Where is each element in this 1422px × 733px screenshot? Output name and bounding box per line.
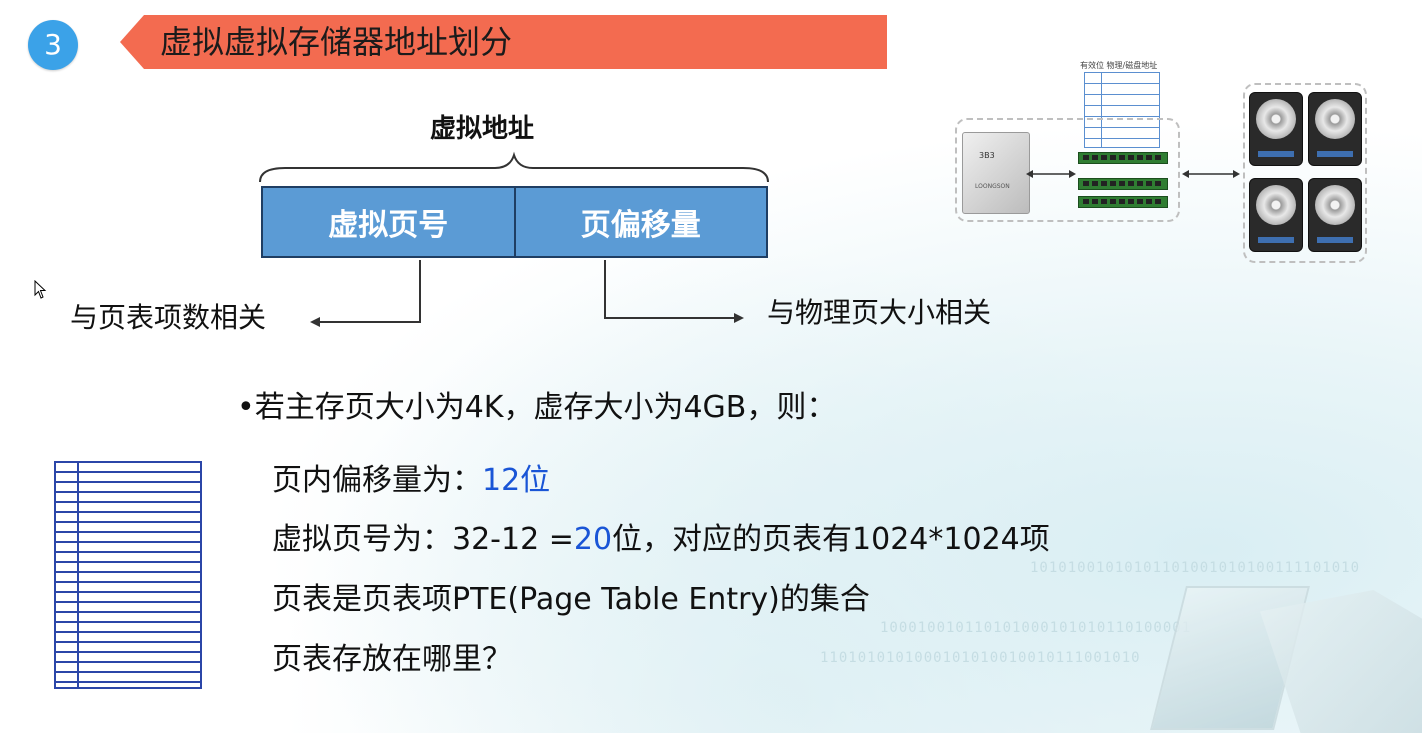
page-number-label: 虚拟页号为：32-12 = (272, 522, 574, 557)
virtual-address-label: 虚拟地址 (430, 114, 535, 144)
memory-disk-arrow (1182, 170, 1240, 178)
binary-pattern: 10101001010101101001010100111101010 (1030, 560, 1361, 576)
binary-pattern: 1101010101000101010010010111001010 (820, 650, 1141, 666)
physical-page-size-label: 与物理页大小相关 (767, 296, 992, 329)
hard-disk-icon (1308, 92, 1362, 166)
offset-value: 12位 (482, 463, 551, 498)
ram-module-icon (1078, 152, 1168, 164)
slide-title: 虚拟虚拟存储器地址划分 (160, 23, 513, 61)
page-table-definition: 页表是页表项PTE(Page Table Entry)的集合 (272, 582, 870, 617)
binary-pattern: 100010010110101000101010110100001 (880, 620, 1192, 636)
bullet-text: 若主存页大小为4K，虚存大小为4GB，则： (254, 390, 837, 425)
hard-disk-icon (1249, 92, 1303, 166)
page-offset-cell: 页偏移量 (513, 188, 767, 256)
virtual-page-number-cell: 虚拟页号 (328, 208, 449, 243)
virtual-address-box: 虚拟页号 页偏移量 (261, 186, 768, 258)
step-number-badge: 3 (28, 20, 78, 70)
cpu-label: 3B3 (979, 151, 995, 160)
cpu-brand: LOONGSON (975, 183, 1010, 190)
brace (259, 151, 769, 183)
hard-disk-icon (1249, 178, 1303, 252)
offset-label: 页内偏移量为： (272, 463, 482, 498)
mouse-pointer-icon (34, 280, 47, 299)
hard-disk-icon (1308, 178, 1362, 252)
page-table-icon (54, 461, 202, 689)
offset-line: 页内偏移量为：12位 (272, 455, 550, 499)
disk-group (1243, 83, 1367, 263)
page-table-question: 页表存放在哪里？ (272, 642, 512, 677)
page-number-suffix: 位，对应的页表有1024*1024项 (612, 522, 1050, 557)
title-banner (120, 15, 887, 69)
cpu-memory-arrow (1026, 170, 1076, 178)
page-number-value: 20 (573, 522, 613, 557)
bullet-statement: •若主存页大小为4K，虚存大小为4GB，则： (237, 390, 837, 425)
memory-group (955, 118, 1180, 222)
connector-arrows (310, 260, 744, 327)
table-caption: 有效位 物理/磁盘地址 (1080, 61, 1158, 70)
ram-module-icon (1078, 196, 1168, 208)
page-table-entry-count-label: 与页表项数相关 (70, 301, 267, 334)
mini-page-table-icon (1084, 72, 1160, 148)
ram-module-icon (1078, 178, 1168, 190)
page-number-line: 虚拟页号为：32-12 =20位，对应的页表有1024*1024项 (272, 514, 1050, 558)
cpu-chip-icon: 3B3 LOONGSON (962, 132, 1030, 214)
